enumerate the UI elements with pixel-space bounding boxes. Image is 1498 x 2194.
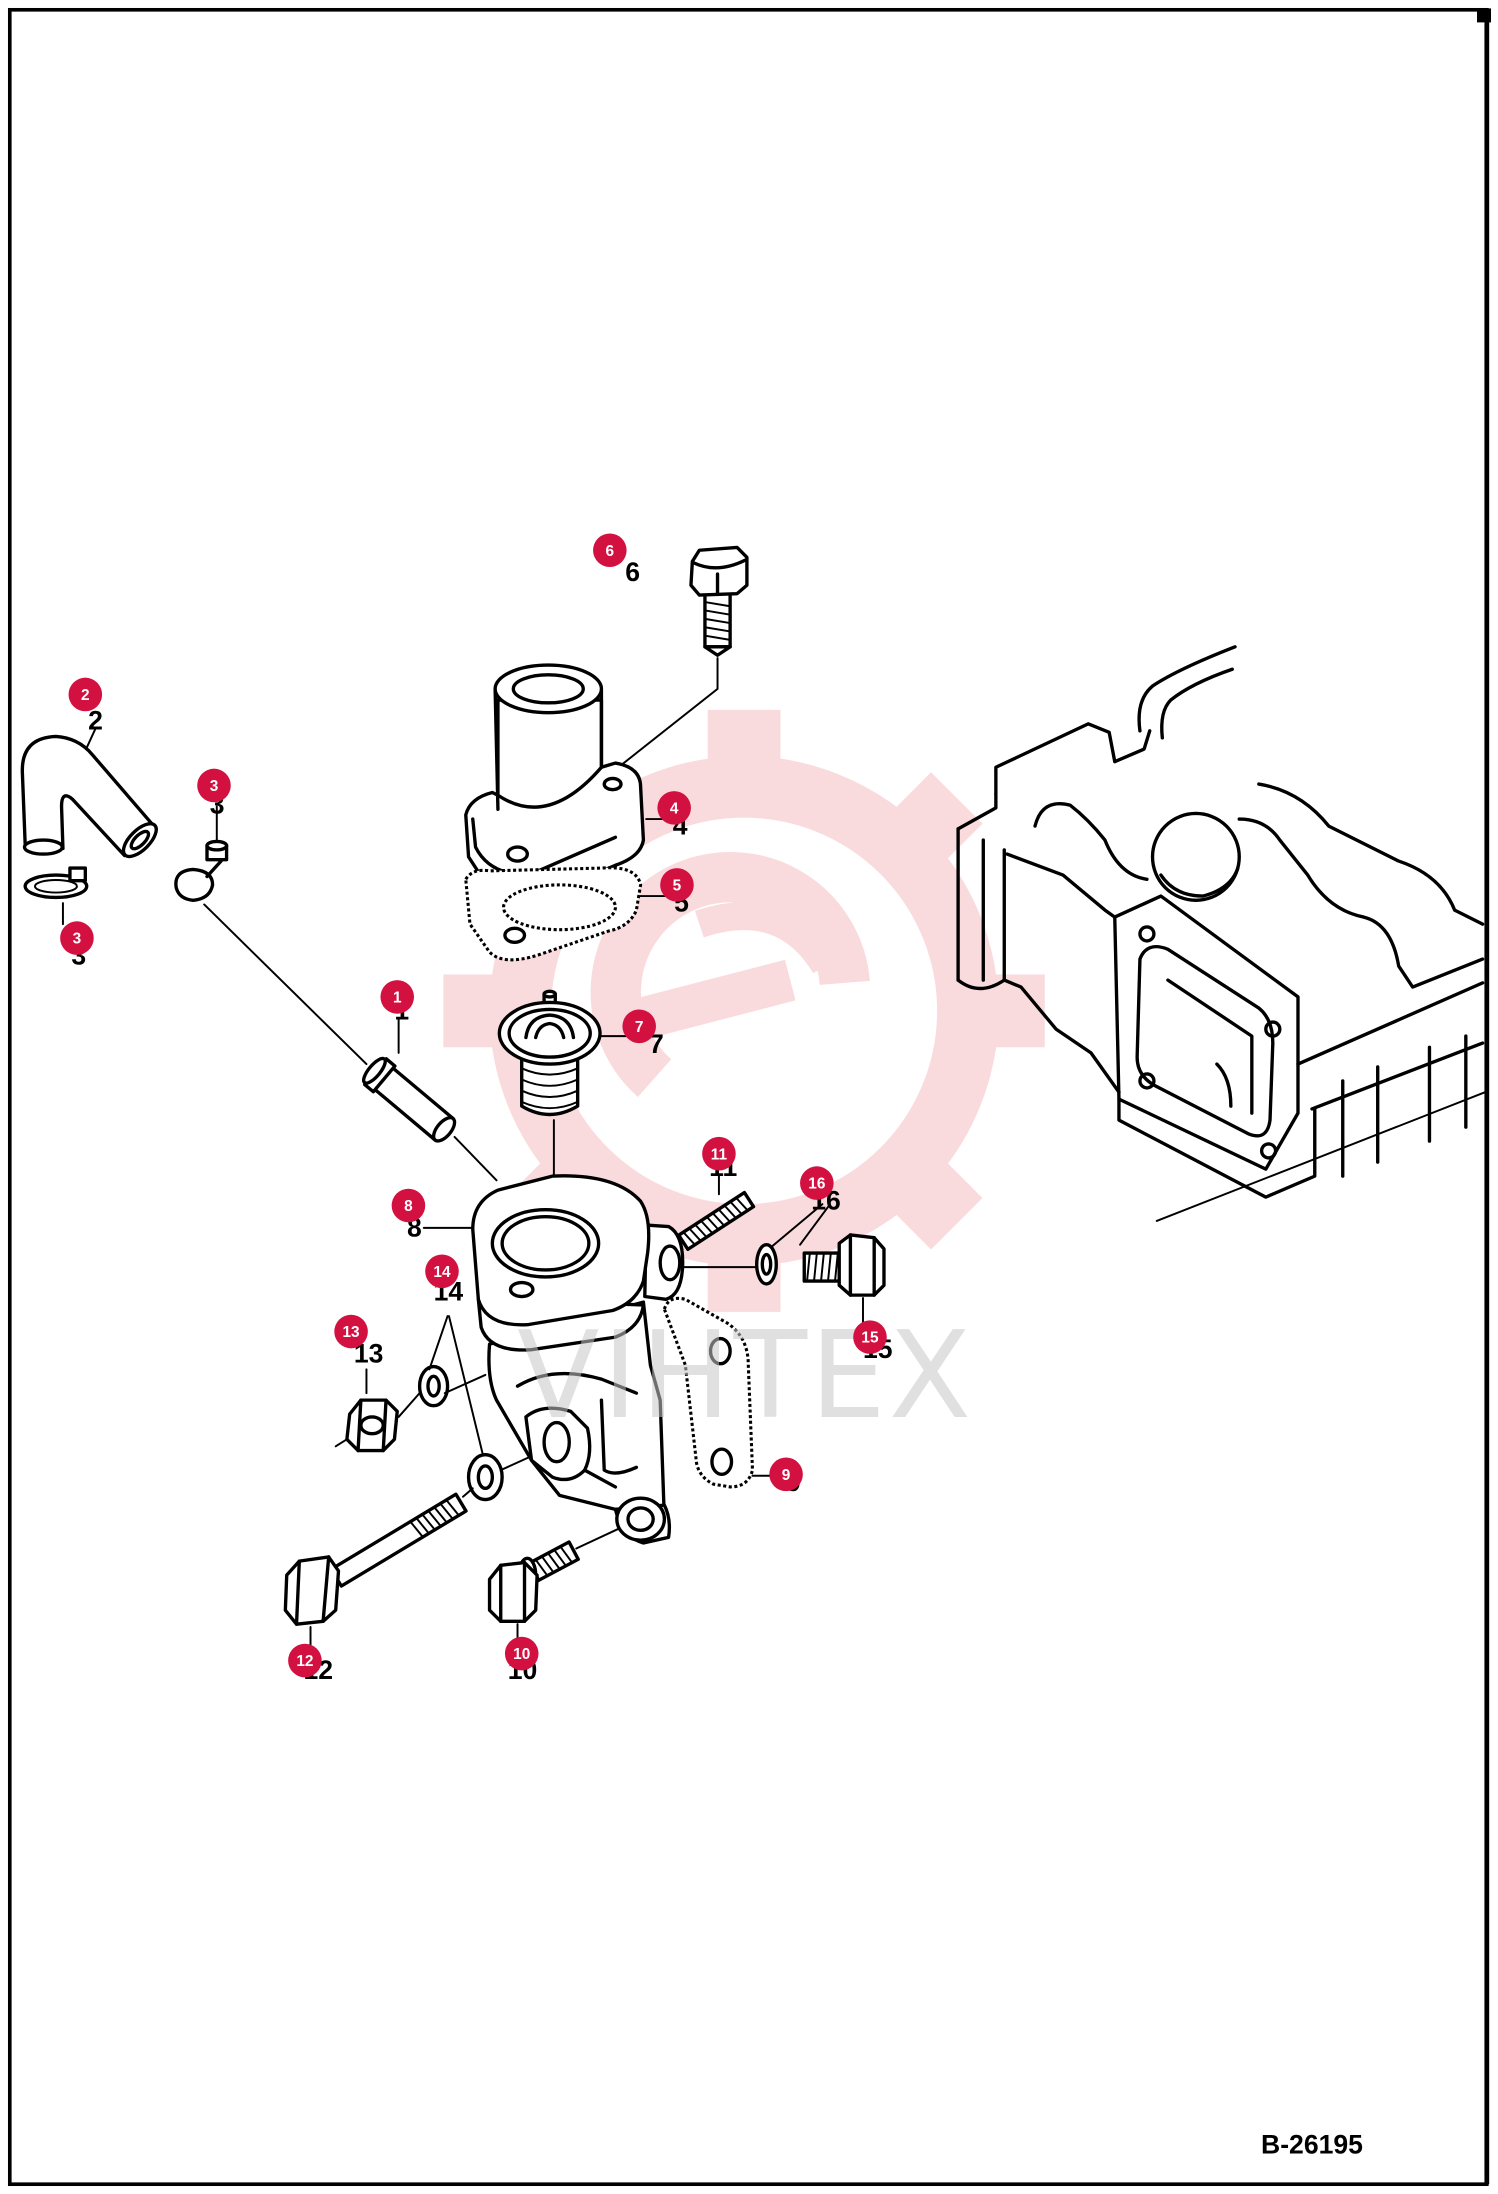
callout-label: 8 bbox=[404, 1198, 413, 1215]
engine-cylinder-block bbox=[956, 645, 1487, 1222]
callout-12[interactable]: 12 bbox=[288, 1643, 322, 1678]
bolt-10 bbox=[487, 1527, 620, 1640]
bolt-6 bbox=[516, 545, 749, 849]
leader-14 bbox=[428, 1315, 484, 1455]
callout-10[interactable]: 10 bbox=[504, 1636, 539, 1671]
callout-label: 15 bbox=[861, 1330, 879, 1347]
thermostat-7 bbox=[497, 989, 634, 1245]
nut-13 bbox=[334, 1368, 421, 1453]
callout-label: 3 bbox=[73, 931, 82, 948]
callout-label: 14 bbox=[433, 1264, 451, 1281]
callout-5[interactable]: 5 bbox=[660, 868, 694, 902]
thermostat-cover-4 bbox=[464, 663, 673, 903]
plug-15 bbox=[802, 1233, 886, 1325]
part-number-label: 6 bbox=[625, 557, 640, 587]
callout-label: 1 bbox=[393, 989, 402, 1006]
gasket-5 bbox=[464, 866, 673, 962]
callout-label: 5 bbox=[673, 877, 682, 894]
bolt-12 bbox=[283, 1487, 474, 1647]
callout-9[interactable]: 9 bbox=[769, 1457, 803, 1492]
callout-2[interactable]: 2 bbox=[68, 677, 103, 712]
callout-1[interactable]: 1 bbox=[380, 980, 415, 1014]
callout-label: 2 bbox=[81, 687, 90, 704]
page-frame bbox=[7, 7, 1492, 2187]
callout-label: 10 bbox=[513, 1646, 530, 1663]
washer-16 bbox=[681, 1203, 830, 1286]
callout-label: 7 bbox=[635, 1019, 644, 1036]
hose-2 bbox=[20, 728, 158, 859]
callout-6[interactable]: 6 bbox=[593, 533, 627, 568]
washer-14-upper bbox=[417, 1364, 487, 1408]
thermostat-housing-8 bbox=[422, 1174, 685, 1545]
gasket-9 bbox=[662, 1296, 774, 1489]
part-number-label: 7 bbox=[649, 1029, 664, 1059]
callout-label: 4 bbox=[670, 800, 679, 817]
watermark-text: VIHTEX bbox=[517, 1306, 974, 1446]
part-number-label: 2 bbox=[88, 705, 103, 735]
callout-16[interactable]: 16 bbox=[800, 1166, 834, 1200]
callout-4[interactable]: 4 bbox=[657, 791, 691, 825]
callout-label: 6 bbox=[606, 543, 615, 560]
callout-15[interactable]: 15 bbox=[853, 1320, 887, 1354]
callout-14[interactable]: 14 bbox=[425, 1254, 459, 1289]
callout-label: 9 bbox=[782, 1467, 791, 1484]
hose-clamp-3-upper bbox=[174, 805, 368, 1066]
callout-label: 16 bbox=[808, 1176, 825, 1193]
callout-13[interactable]: 13 bbox=[334, 1314, 368, 1349]
hose-clamp-3-lower bbox=[23, 866, 89, 926]
callout-3-lower[interactable]: 3 bbox=[60, 921, 94, 955]
callout-label: 13 bbox=[343, 1324, 360, 1341]
callout-7[interactable]: 7 bbox=[622, 1009, 656, 1044]
stud-11 bbox=[677, 1175, 756, 1251]
washer-14-lower bbox=[466, 1453, 533, 1502]
figure-id: B-26195 bbox=[1261, 2129, 1363, 2159]
callout-label: 12 bbox=[296, 1653, 313, 1670]
callout-3-upper[interactable]: 3 bbox=[197, 768, 231, 803]
callout-label: 11 bbox=[711, 1146, 728, 1163]
callout-8[interactable]: 8 bbox=[391, 1188, 426, 1223]
water-pipe-1 bbox=[362, 1018, 498, 1182]
callout-label: 3 bbox=[210, 778, 219, 795]
callout-11[interactable]: 11 bbox=[702, 1136, 736, 1171]
